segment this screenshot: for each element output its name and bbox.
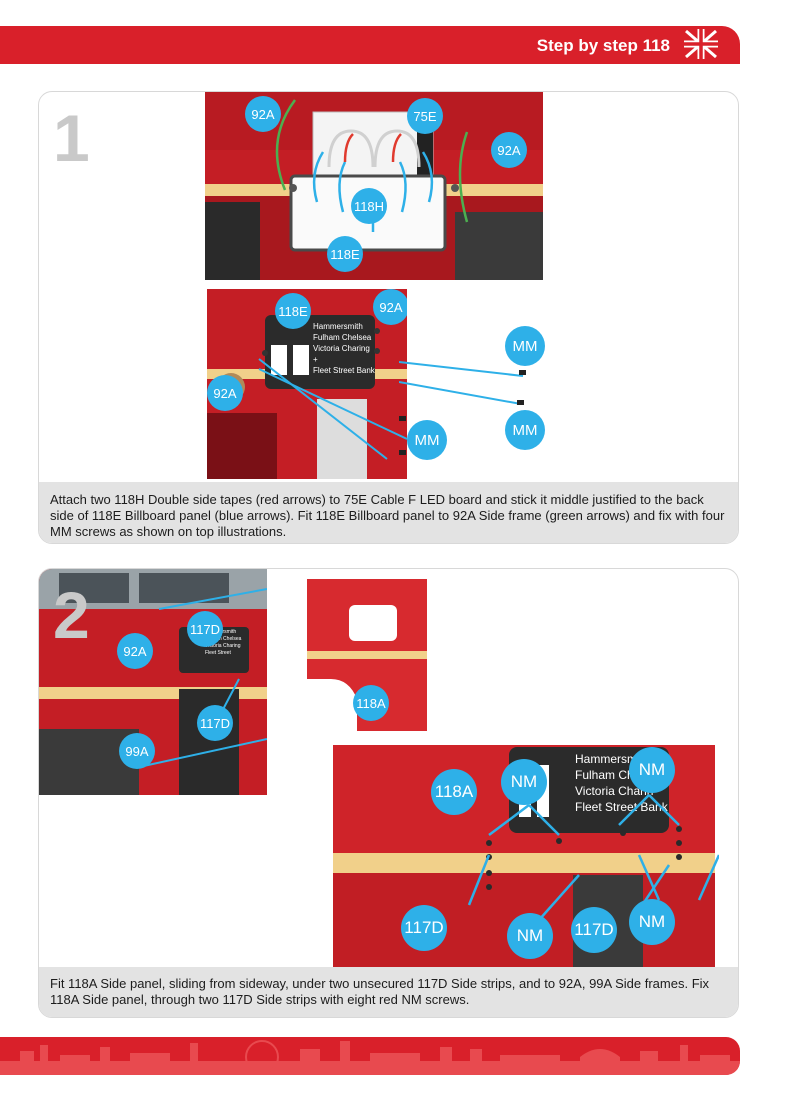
step-number: 1 <box>53 101 90 175</box>
billboard-line: Victoria Charin <box>575 784 654 798</box>
step-1-top-illustration: 92A 75E 92A 118H 118E <box>205 92 543 280</box>
label-118e: 118E <box>275 293 311 329</box>
billboard-line: Fleet Street Bank <box>575 800 668 814</box>
step-1-panel: 1 <box>38 91 739 544</box>
mm-screws-illustration <box>399 361 526 455</box>
label-92a: 92A <box>373 289 407 325</box>
step-2-panel: Hammersmith Fulham Chelsea Victoria Char… <box>38 568 739 1018</box>
label-117d: 117D <box>197 705 233 741</box>
label-118h: 118H <box>351 188 387 224</box>
billboard-line: Fulham Chelsea <box>205 636 242 642</box>
billboard-line: Fulham Chelsea <box>313 333 372 342</box>
label-92a: 92A <box>117 633 153 669</box>
label-75e: 75E <box>407 98 443 134</box>
billboard-line: Victoria Charing + <box>313 344 370 364</box>
label-117d: 117D <box>571 907 617 953</box>
label-nm: NM <box>629 747 675 793</box>
label-117d: 117D <box>187 611 223 647</box>
side-panel-118a-illustration <box>307 579 427 731</box>
uk-flag-icon <box>684 29 718 59</box>
label-mm: MM <box>505 410 545 450</box>
page-title: Step by step 118 <box>536 36 670 55</box>
billboard-line: Fulham Chel <box>575 768 644 782</box>
step-number: 2 <box>53 578 90 652</box>
billboard-line: Victoria Charing <box>205 643 241 649</box>
billboard-line: Fleet Street <box>205 650 231 656</box>
label-mm: MM <box>407 420 447 460</box>
billboard-line: Fleet Street Bank <box>313 366 375 375</box>
label-99a: 99A <box>119 733 155 769</box>
label-118e: 118E <box>327 236 363 272</box>
closeup-billboard-destinations: Hammersmith Fulham Chel Victoria Charin … <box>575 751 671 815</box>
billboard-destinations: Hammersmith Fulham Chelsea Victoria Char… <box>313 321 375 376</box>
london-skyline-decoration <box>0 1040 740 1075</box>
page-footer <box>0 1037 740 1075</box>
label-nm: NM <box>501 759 547 805</box>
label-nm: NM <box>507 913 553 959</box>
label-92a: 92A <box>491 132 527 168</box>
label-mm: MM <box>505 326 545 366</box>
label-118a: 118A <box>353 685 389 721</box>
step-1-caption: Attach two 118H Double side tapes (red a… <box>39 482 738 543</box>
step-2-caption: Fit 118A Side panel, sliding from sidewa… <box>39 967 738 1017</box>
label-92a: 92A <box>245 96 281 132</box>
billboard-line: Hammersmith <box>313 322 363 331</box>
step-2-bus-side-illustration: Hammersmith Fulham Chelsea Victoria Char… <box>39 569 267 795</box>
page-header: Step by step 118 <box>0 26 740 64</box>
label-118a: 118A <box>431 769 477 815</box>
label-117d: 117D <box>401 905 447 951</box>
step-1-billboard-illustration: Hammersmith Fulham Chelsea Victoria Char… <box>207 289 407 479</box>
label-92a: 92A <box>207 375 243 411</box>
closeup-arrows <box>467 794 719 921</box>
label-nm: NM <box>629 899 675 945</box>
